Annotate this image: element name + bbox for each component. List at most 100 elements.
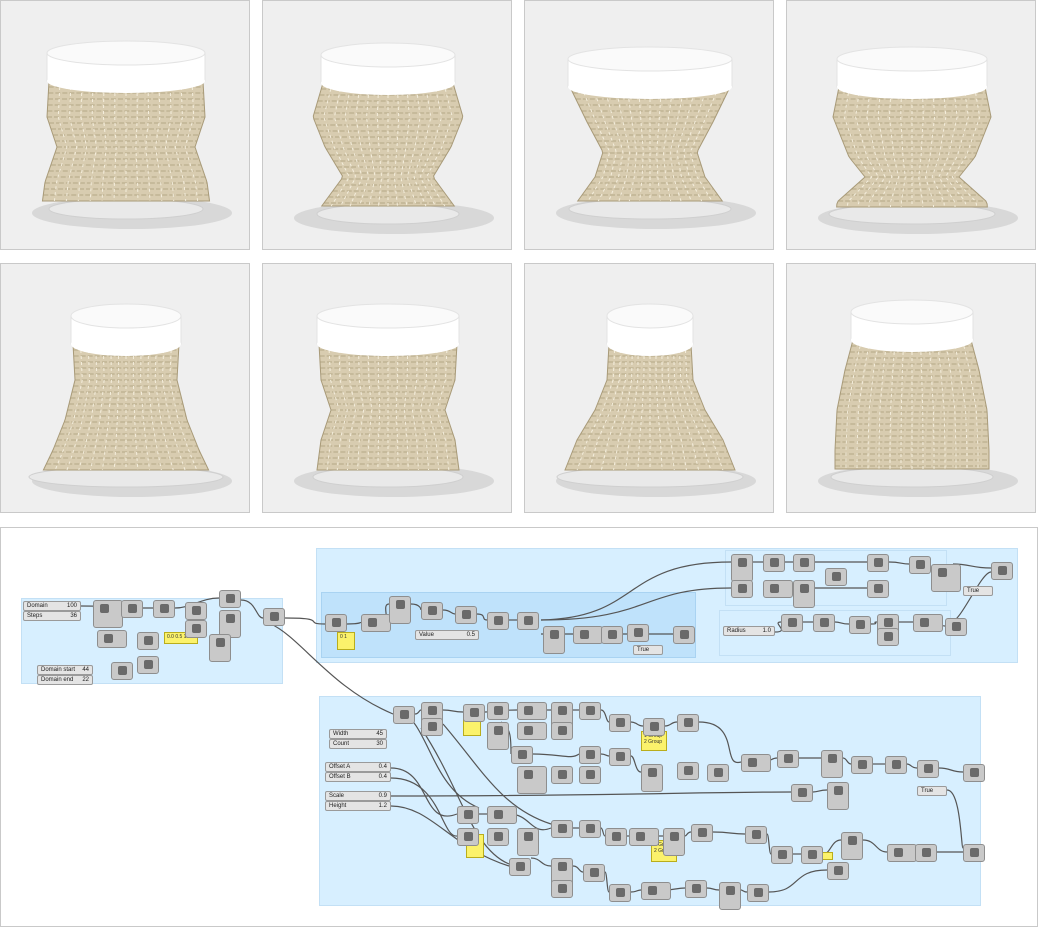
gh-component[interactable]	[963, 764, 985, 782]
gh-component[interactable]	[707, 764, 729, 782]
gh-component[interactable]	[801, 846, 823, 864]
gh-component[interactable]	[121, 600, 143, 618]
gh-component[interactable]	[137, 656, 159, 674]
gh-component[interactable]	[579, 820, 601, 838]
gh-component[interactable]	[825, 568, 847, 586]
gh-component[interactable]	[745, 826, 767, 844]
boolean-toggle-2[interactable]: True	[633, 645, 663, 655]
gh-component[interactable]	[641, 764, 663, 792]
gh-component[interactable]	[457, 806, 479, 824]
gh-component[interactable]	[457, 828, 479, 846]
gh-component[interactable]	[601, 626, 623, 644]
gh-component[interactable]	[849, 616, 871, 634]
gh-component[interactable]	[487, 722, 509, 750]
gh-component[interactable]	[877, 628, 899, 646]
gh-component[interactable]	[827, 782, 849, 810]
gh-component[interactable]	[97, 630, 127, 648]
gh-component[interactable]	[421, 602, 443, 620]
gh-component[interactable]	[153, 600, 175, 618]
gh-component[interactable]	[93, 600, 123, 628]
gh-component[interactable]	[813, 614, 835, 632]
gh-component[interactable]	[691, 824, 713, 842]
gh-component[interactable]	[821, 750, 843, 778]
gh-component[interactable]	[793, 554, 815, 572]
gh-component[interactable]	[913, 614, 943, 632]
gh-component[interactable]	[455, 606, 477, 624]
gh-component[interactable]	[791, 784, 813, 802]
gh-component[interactable]	[605, 828, 627, 846]
gh-component[interactable]	[763, 554, 785, 572]
gh-component[interactable]	[487, 806, 517, 824]
gh-component[interactable]	[963, 844, 985, 862]
gh-component[interactable]	[517, 702, 547, 720]
gh-component[interactable]	[851, 756, 873, 774]
gh-component[interactable]	[719, 882, 741, 910]
gh-component[interactable]	[867, 580, 889, 598]
gh-component[interactable]	[685, 880, 707, 898]
gh-component[interactable]	[641, 882, 671, 900]
gh-component[interactable]	[517, 612, 539, 630]
gh-component[interactable]	[543, 626, 565, 654]
gh-component[interactable]	[487, 702, 509, 720]
gh-component[interactable]	[771, 846, 793, 864]
gh-component[interactable]	[517, 722, 547, 740]
gh-component[interactable]	[763, 580, 793, 598]
boolean-toggle-3[interactable]: True	[917, 786, 947, 796]
gh-component[interactable]	[867, 554, 889, 572]
gh-component[interactable]	[609, 884, 631, 902]
gh-component[interactable]	[185, 620, 207, 638]
gh-component[interactable]	[551, 766, 573, 784]
gh-component[interactable]	[579, 702, 601, 720]
gh-component[interactable]	[793, 580, 815, 608]
boolean-toggle-1[interactable]: True	[963, 586, 993, 596]
gh-component[interactable]	[747, 884, 769, 902]
gh-component[interactable]	[917, 760, 939, 778]
gh-component[interactable]	[325, 614, 347, 632]
gh-component[interactable]	[677, 714, 699, 732]
gh-component[interactable]	[885, 756, 907, 774]
gh-component[interactable]	[827, 862, 849, 880]
gh-component[interactable]	[551, 722, 573, 740]
gh-component[interactable]	[909, 556, 931, 574]
gh-component[interactable]	[991, 562, 1013, 580]
gh-component[interactable]	[945, 618, 967, 636]
gh-component[interactable]	[551, 880, 573, 898]
gh-component[interactable]	[509, 858, 531, 876]
gh-component[interactable]	[511, 746, 533, 764]
gh-component[interactable]	[781, 614, 803, 632]
gh-component[interactable]	[393, 706, 415, 724]
gh-component[interactable]	[209, 634, 231, 662]
gh-component[interactable]	[579, 746, 601, 764]
gh-component[interactable]	[777, 750, 799, 768]
gh-component[interactable]	[389, 596, 411, 624]
gh-component[interactable]	[487, 828, 509, 846]
gh-component[interactable]	[627, 624, 649, 642]
gh-component[interactable]	[185, 602, 207, 620]
gh-component[interactable]	[673, 626, 695, 644]
gh-component[interactable]	[421, 718, 443, 736]
gh-component[interactable]	[731, 580, 753, 598]
gh-component[interactable]	[731, 554, 753, 582]
gh-component[interactable]	[551, 820, 573, 838]
gh-component[interactable]	[463, 704, 485, 722]
gh-component[interactable]	[629, 828, 659, 846]
gh-component[interactable]	[677, 762, 699, 780]
gh-component[interactable]	[137, 632, 159, 650]
gh-component[interactable]	[111, 662, 133, 680]
gh-component[interactable]	[583, 864, 605, 882]
gh-component[interactable]	[487, 612, 509, 630]
gh-component[interactable]	[915, 844, 937, 862]
panel-3[interactable]: 0 1	[337, 632, 355, 650]
gh-component[interactable]	[517, 828, 539, 856]
